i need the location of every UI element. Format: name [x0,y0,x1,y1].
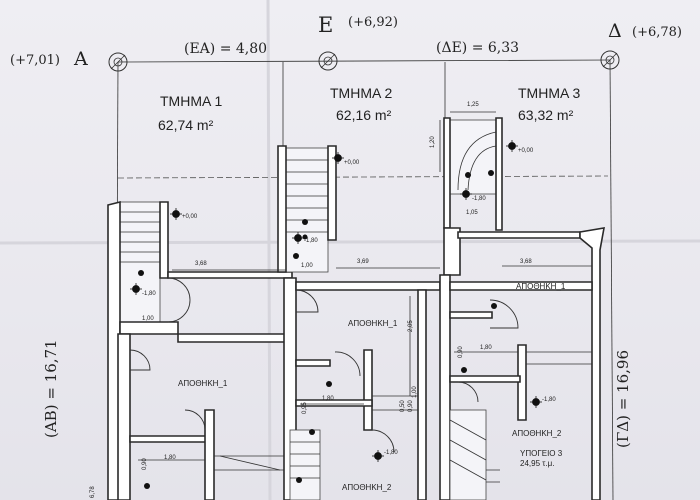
stair-3 [449,119,497,195]
level-label: +0,00 [182,214,198,220]
dim-label: 1,25 [467,102,479,108]
level-label: -1,80 [542,397,556,403]
room-label-storage-1-unit-2: ΑΠΟΘΗΚΗ_1 [348,319,398,328]
dimension-ea: (ΕΑ) = 4,80 [184,41,268,57]
dim-label: 2,05 [408,320,414,332]
elevation-e: (+6,92) [348,15,398,30]
level-label: -1,80 [304,238,318,244]
unit-2-area: 62,16 m² [336,107,392,123]
point-e-label: Ε [318,13,334,37]
dim-label: 3,68 [520,259,532,265]
dim-label: 0,90 [142,458,148,470]
side-dimension-ab: (ΑΒ) = 16,71 [42,339,60,438]
dimension-de: (ΔΕ) = 6,33 [436,40,520,56]
dim-label: 1,80 [322,396,334,402]
dim-label: 1,20 [430,136,436,148]
dim-label: 3,68 [195,261,207,267]
dim-label: 0,90 [408,400,414,412]
basement-title: ΥΠΟΓΕΙΟ 3 [520,449,563,458]
room-label-storage-2-unit-2: ΑΠΟΘΗΚΗ_2 [342,483,392,492]
point-d-label: Δ [608,20,622,42]
unit-1-area: 62,74 m² [158,117,214,133]
stair-2 [285,147,329,273]
unit-3-title: ΤΜΗΜΑ 3 [518,85,581,101]
room-label-storage-2-unit-3: ΑΠΟΘΗΚΗ_2 [512,429,562,438]
elevation-left: (+7,01) [10,53,60,68]
dim-label: 0,90 [458,346,464,358]
survey-point-e-icon [318,51,338,71]
side-small-dimension: 6,78 [90,486,96,498]
elevation-d: (+6,78) [632,25,682,40]
unit-2-title: ΤΜΗΜΑ 2 [330,85,393,101]
dim-label: 1,00 [301,263,313,269]
level-label: +0,00 [344,160,360,166]
level-label: +0,00 [518,148,534,154]
dim-label: 1,80 [480,345,492,351]
dim-label: 1,00 [142,316,154,322]
level-label: -1,80 [142,291,156,297]
point-a-label: A [74,48,88,70]
dim-label: 0,50 [400,400,406,412]
side-dimension-gd: (ΓΔ) = 16,96 [614,350,632,448]
dim-label: 1,05 [466,210,478,216]
boundary-top [117,59,611,63]
unit-3-area: 63,32 m² [518,107,574,123]
unit-1-title: ΤΜΗΜΑ 1 [160,93,223,109]
dim-label: 1,00 [412,386,418,398]
dim-label: 0,95 [302,402,308,414]
room-label-storage-1-unit-1: ΑΠΟΘΗΚΗ_1 [178,379,228,388]
survey-point-d-icon [600,50,620,70]
level-marker-icon [130,140,542,462]
level-label: -1,80 [384,450,398,456]
dim-label: 1,80 [164,455,176,461]
level-label: -1,80 [472,196,486,202]
dim-label: 3,69 [357,259,369,265]
basement-area: 24,95 τ.μ. [520,459,555,468]
room-label-storage-1-unit-3: ΑΠΟΘΗΚΗ_1 [516,282,566,291]
survey-point-a-icon [108,52,128,72]
